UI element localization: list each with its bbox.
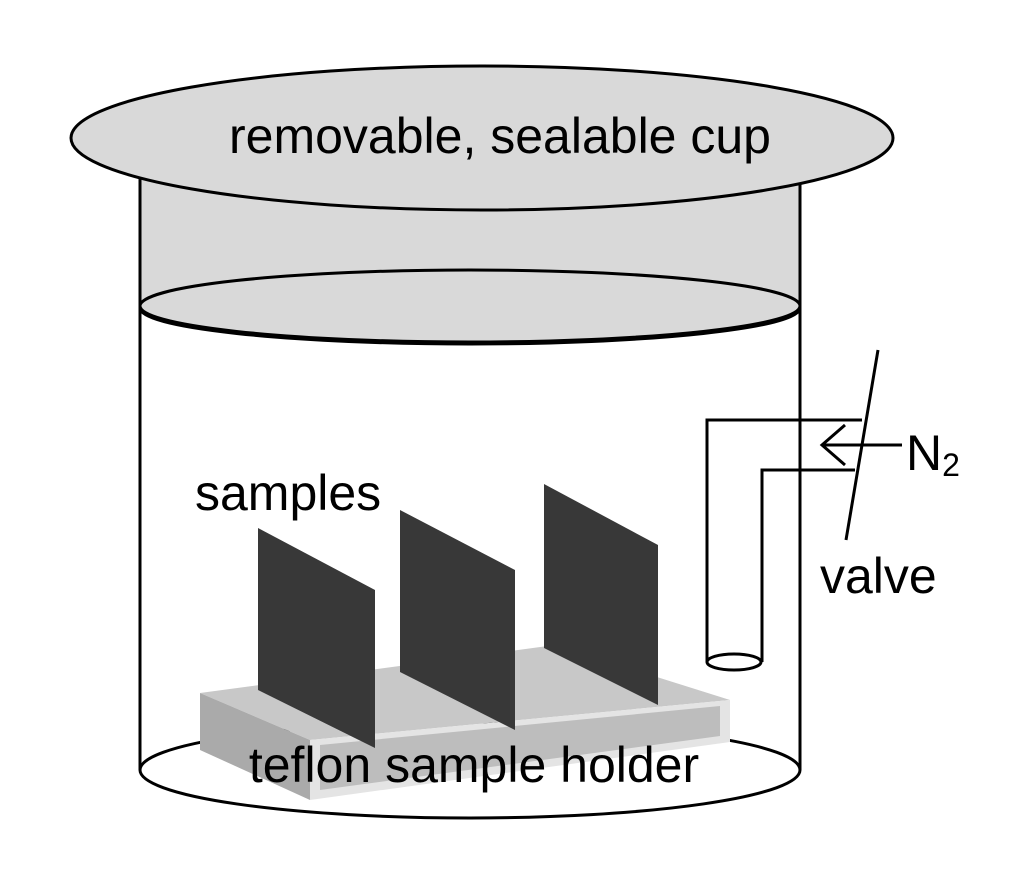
cup-label: removable, sealable cup (229, 108, 771, 164)
holder-left-face (200, 693, 310, 800)
arrow-head (819, 423, 846, 467)
sample-plate-1 (258, 528, 375, 748)
cup-bottom-rim (138, 268, 802, 344)
gas-label: N2 (906, 425, 960, 483)
gas-label-main: N (906, 425, 942, 481)
gas-flow-arrow: N2 (819, 423, 960, 483)
inlet-tube-opening (705, 652, 763, 672)
sample-plate-3 (544, 484, 658, 705)
holder-slot (320, 706, 720, 790)
samples: samples (195, 465, 658, 748)
removable-cup: removable, sealable cup (69, 64, 895, 346)
sample-plate-2 (400, 510, 515, 730)
holder-label: teflon sample holder (249, 737, 699, 793)
gas-inlet-tube (705, 418, 862, 672)
valve-label: valve (820, 548, 937, 604)
inlet-tube-outline (705, 418, 800, 662)
samples-label: samples (195, 465, 381, 521)
gas-label-subscript: 2 (942, 447, 960, 483)
cup-top-ellipse (69, 64, 895, 212)
